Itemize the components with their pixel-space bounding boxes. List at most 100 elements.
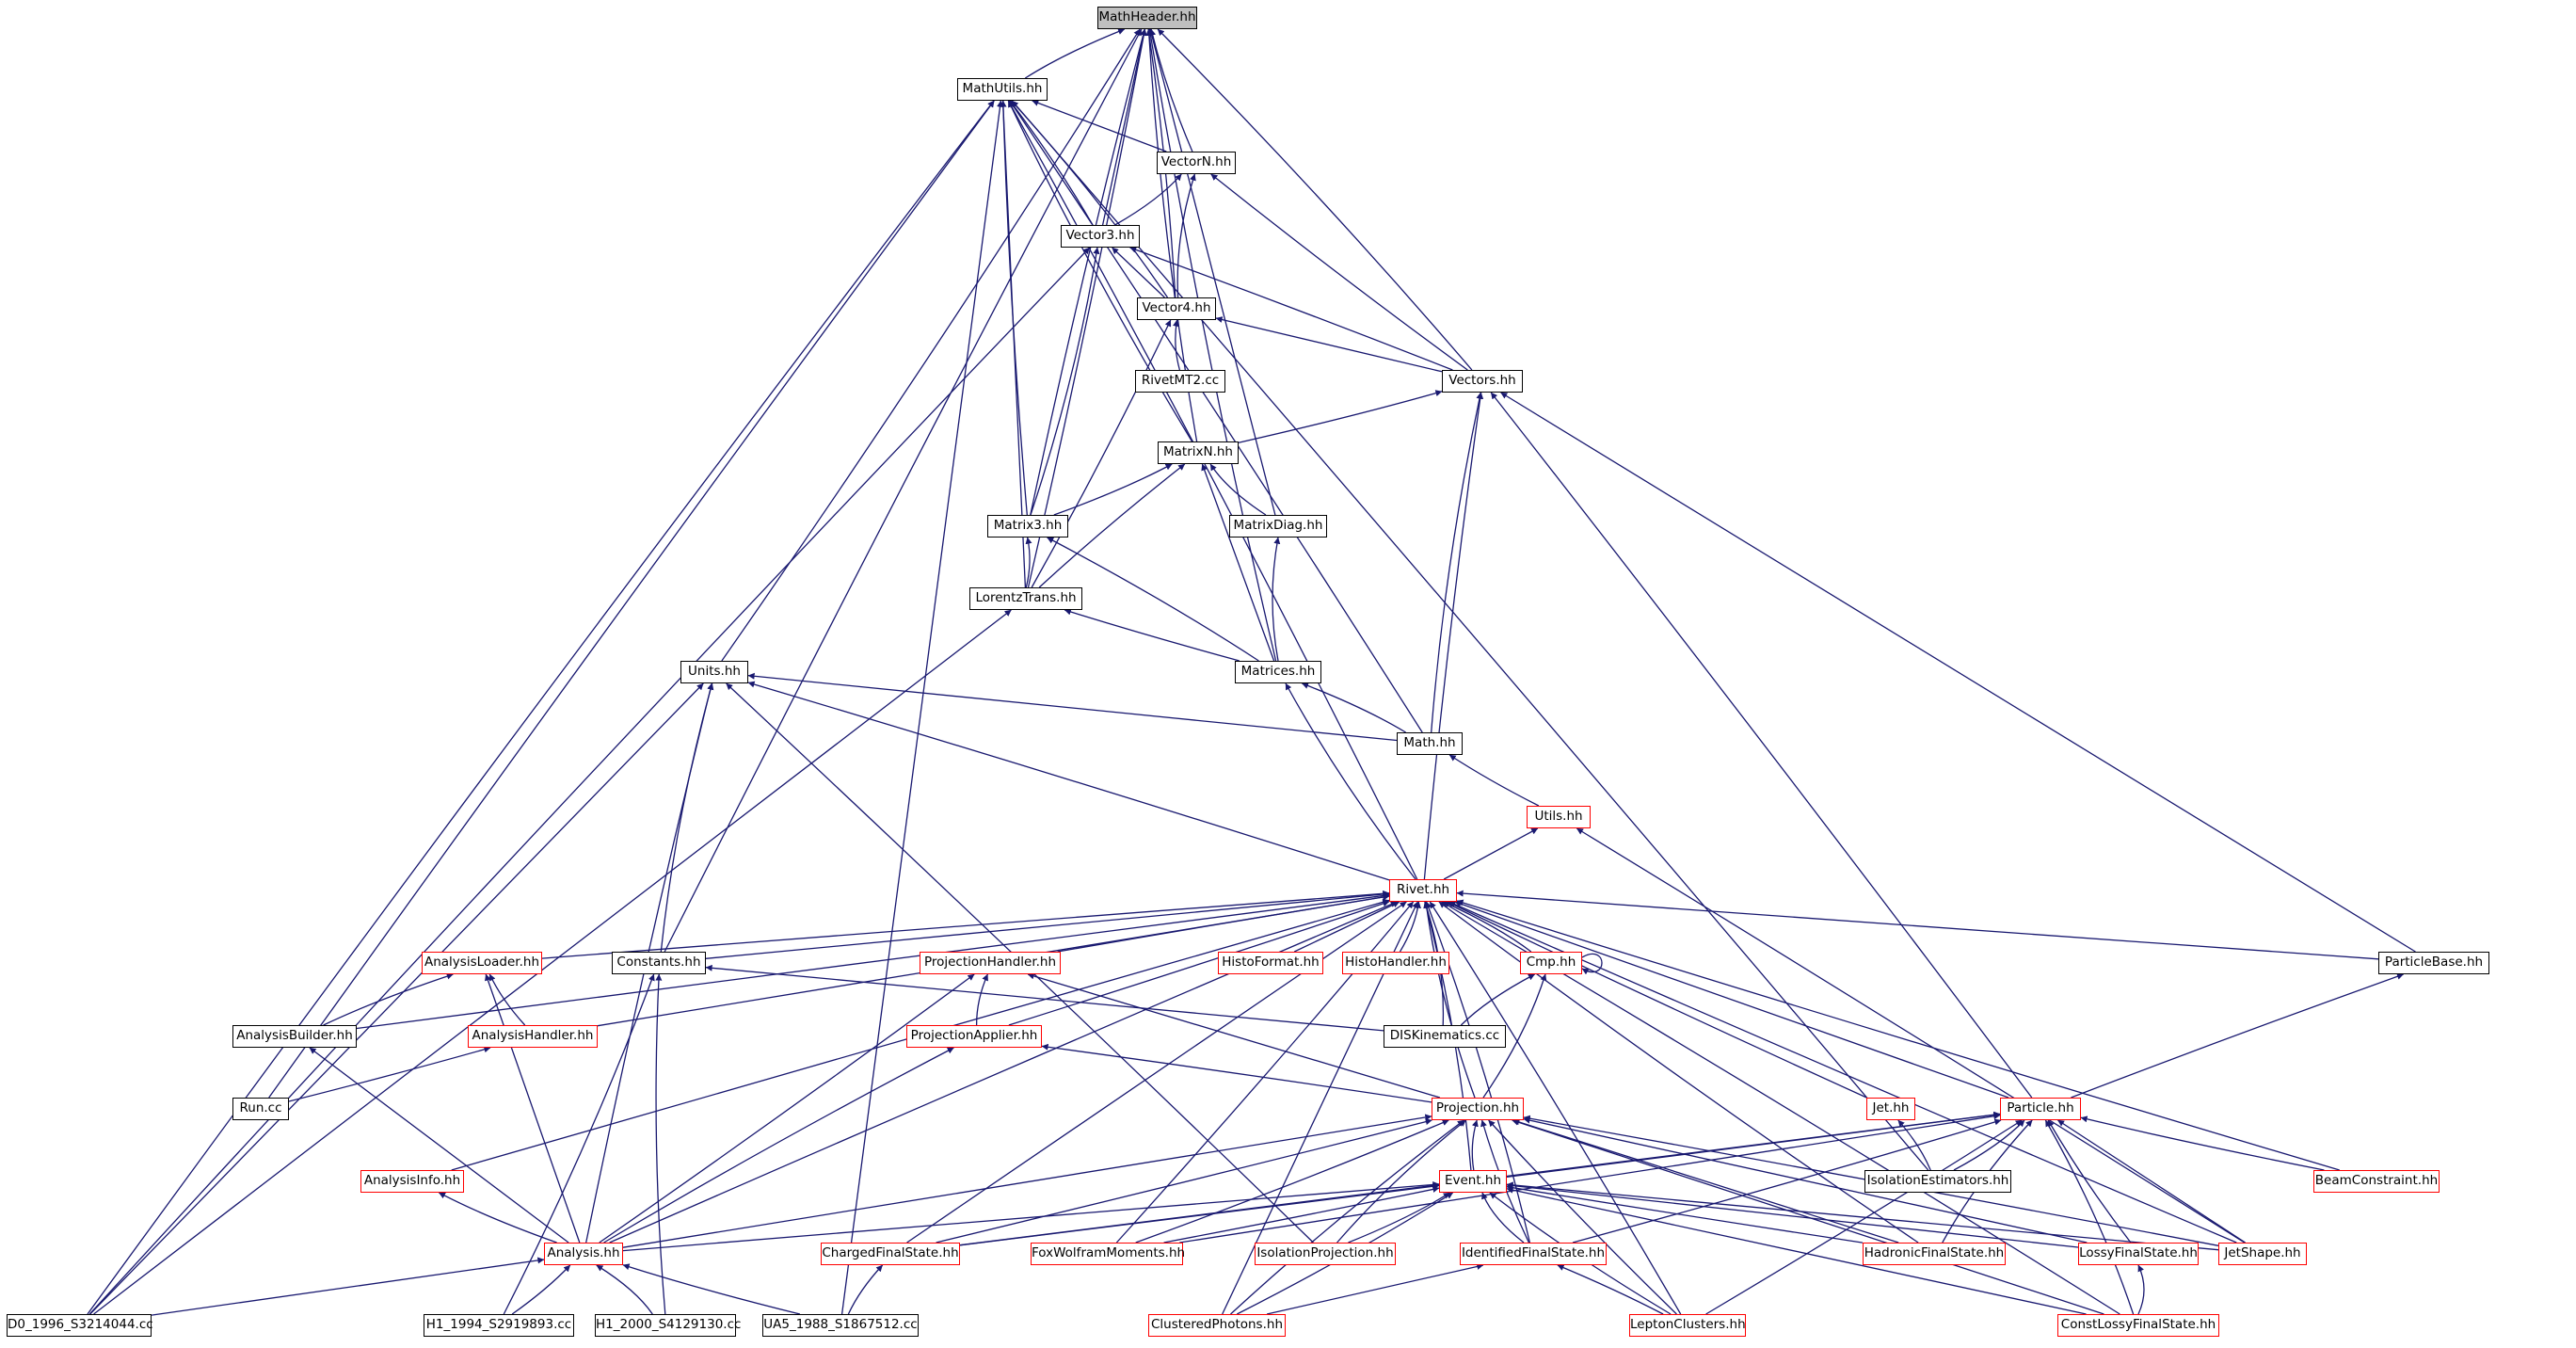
node-analysisloader[interactable]: AnalysisLoader.hh xyxy=(422,952,542,974)
node-utils[interactable]: Utils.hh xyxy=(1527,806,1591,828)
node-constlossy[interactable]: ConstLossyFinalState.hh xyxy=(2057,1314,2219,1337)
edge-isolationestimators-to-particle xyxy=(1953,1119,2025,1171)
node-chargedfinalstate[interactable]: ChargedFinalState.hh xyxy=(821,1243,960,1265)
node-analysisbuilder[interactable]: AnalysisBuilder.hh xyxy=(232,1025,357,1048)
node-runcc[interactable]: Run.cc xyxy=(232,1098,289,1120)
edge-runcc-to-analysishandler xyxy=(288,1046,491,1102)
node-matrices[interactable]: Matrices.hh xyxy=(1235,661,1321,683)
node-jet[interactable]: Jet.hh xyxy=(1866,1098,1915,1120)
edge-h1_1994-to-constants xyxy=(503,973,655,1315)
edge-leptonclusters-to-identifiedfinalstate xyxy=(1557,1264,1664,1315)
node-jetshape[interactable]: JetShape.hh xyxy=(2218,1243,2307,1265)
edge-matrixn-to-mathutils xyxy=(1007,100,1193,442)
edge-units-to-mathheader xyxy=(721,28,1141,662)
edge-analysisloader-to-rivet xyxy=(541,890,1390,959)
edge-rivet-to-matrices xyxy=(1285,682,1416,880)
edge-vectors-to-vector4 xyxy=(1215,316,1443,373)
edge-utils-to-math xyxy=(1448,754,1540,807)
edge-isolationprojection-to-projection xyxy=(1336,1119,1466,1244)
edge-lorentztrans-to-vector4 xyxy=(1031,319,1172,588)
edge-rivet-to-vectors xyxy=(1423,392,1484,880)
node-ua5-1988[interactable]: UA5_1988_S1867512.cc xyxy=(762,1314,919,1337)
edge-particle-to-rivet xyxy=(1454,900,2009,1099)
node-beamconstraint[interactable]: BeamConstraint.hh xyxy=(2313,1170,2440,1193)
edge-analysis-to-event xyxy=(622,1180,1440,1252)
node-h1-2000[interactable]: H1_2000_S4129130.cc xyxy=(595,1314,741,1337)
node-d0-1996[interactable]: D0_1996_S3214044.cc xyxy=(7,1314,153,1337)
node-histohandler[interactable]: HistoHandler.hh xyxy=(1342,952,1449,974)
node-foxwolfram[interactable]: FoxWolframMoments.hh xyxy=(1031,1243,1185,1265)
edge-ua5-to-chargedfinalstate xyxy=(847,1264,884,1315)
edge-ua5-to-mathutils xyxy=(840,100,1004,1315)
node-matrixn[interactable]: MatrixN.hh xyxy=(1158,441,1239,464)
node-hadronicfinalstate[interactable]: HadronicFinalState.hh xyxy=(1863,1243,2006,1265)
edge-rivet-to-units xyxy=(747,681,1390,881)
edge-analysis-to-projection xyxy=(622,1114,1432,1248)
node-matrix3[interactable]: Matrix3.hh xyxy=(987,515,1068,538)
edge-beamconstraint-to-particle xyxy=(2080,1115,2325,1171)
node-particlebase[interactable]: ParticleBase.hh xyxy=(2378,952,2489,974)
node-identifiedfinalstate[interactable]: IdentifiedFinalState.hh xyxy=(1460,1243,1607,1265)
edge-projectionapplier-to-rivet xyxy=(1008,900,1390,1026)
node-math[interactable]: Math.hh xyxy=(1397,732,1463,755)
node-projectionapplier[interactable]: ProjectionApplier.hh xyxy=(906,1025,1042,1048)
edge-lossyfinalstate-to-particle xyxy=(2047,1119,2132,1244)
node-projectionhandler[interactable]: ProjectionHandler.hh xyxy=(920,952,1061,974)
edge-analysis-to-analysisloader xyxy=(485,973,581,1244)
node-clusteredphotons[interactable]: ClusteredPhotons.hh xyxy=(1148,1314,1286,1337)
edge-math-to-units xyxy=(747,672,1398,742)
node-mathutils[interactable]: MathUtils.hh xyxy=(957,78,1048,101)
edge-vectors-to-vectorn xyxy=(1210,173,1468,371)
edge-s3214-to-lorentztrans xyxy=(93,609,1012,1315)
node-vector3[interactable]: Vector3.hh xyxy=(1061,225,1140,248)
edge-vector3-to-mathutils xyxy=(1009,100,1094,226)
node-cmp[interactable]: Cmp.hh xyxy=(1520,952,1582,974)
edge-h1_1994-to-analysis xyxy=(511,1264,571,1315)
edge-lorentztrans-to-matrix3 xyxy=(1025,537,1032,588)
node-analysisinfo[interactable]: AnalysisInfo.hh xyxy=(360,1170,464,1193)
node-isolationestimators[interactable]: IsolationEstimators.hh xyxy=(1864,1170,2011,1193)
edge-lossyfinalstate-to-event xyxy=(1506,1182,2079,1248)
edge-lossyfinalstate-to-projection xyxy=(1523,1116,2088,1244)
edge-chargedfinalstate-to-event xyxy=(959,1182,1440,1246)
node-diskinematics[interactable]: DISKinematics.cc xyxy=(1384,1025,1506,1048)
edge-ua5-to-analysis xyxy=(622,1263,801,1315)
edge-isolationestimators-to-mathutils xyxy=(1011,100,1929,1171)
edge-analysis-to-projectionapplier xyxy=(603,1047,954,1244)
node-leptonclusters[interactable]: LeptonClusters.hh xyxy=(1629,1314,1746,1337)
edge-vectorn-to-mathheader xyxy=(1149,28,1193,152)
edge-analysis-to-analysisinfo xyxy=(439,1192,557,1244)
node-rivet[interactable]: Rivet.hh xyxy=(1389,879,1457,902)
node-analysishandler[interactable]: AnalysisHandler.hh xyxy=(468,1025,598,1048)
node-rivetmt2[interactable]: RivetMT2.cc xyxy=(1135,370,1225,393)
node-vectorn[interactable]: VectorN.hh xyxy=(1157,152,1236,174)
node-vectors[interactable]: Vectors.hh xyxy=(1442,370,1523,393)
edge-matrixdiag-to-mathheader xyxy=(1148,28,1276,516)
node-histoformat[interactable]: HistoFormat.hh xyxy=(1218,952,1323,974)
node-units[interactable]: Units.hh xyxy=(680,661,748,683)
node-analysis[interactable]: Analysis.hh xyxy=(544,1243,623,1265)
node-matrixdiag[interactable]: MatrixDiag.hh xyxy=(1229,515,1327,538)
node-lossyfinalstate[interactable]: LossyFinalState.hh xyxy=(2078,1243,2199,1265)
edge-chargedfinalstate-to-projection xyxy=(936,1118,1432,1244)
edge-math-to-vectors xyxy=(1431,392,1483,733)
edge-h1_2000-to-analysis xyxy=(596,1264,653,1315)
node-constants[interactable]: Constants.hh xyxy=(612,952,706,974)
node-mathheader: MathHeader.hh xyxy=(1097,7,1197,29)
edge-rivet-to-utils xyxy=(1443,827,1539,880)
edge-constlossy-to-projection xyxy=(1512,1118,2104,1315)
edge-layer xyxy=(87,28,2416,1316)
edge-vector4-to-vectorn xyxy=(1176,173,1196,298)
node-projection[interactable]: Projection.hh xyxy=(1432,1098,1524,1120)
node-lorentztrans[interactable]: LorentzTrans.hh xyxy=(969,587,1082,610)
edge-jet-to-rivet xyxy=(1447,901,1867,1099)
edge-analysisbuilder-to-rivet xyxy=(356,892,1390,1030)
node-isolationprojection[interactable]: IsolationProjection.hh xyxy=(1255,1243,1396,1265)
node-event[interactable]: Event.hh xyxy=(1439,1170,1507,1193)
node-particle[interactable]: Particle.hh xyxy=(2000,1098,2081,1120)
edge-leptonclusters-to-rivet xyxy=(1429,901,1682,1315)
edge-matrices-to-matrixdiag xyxy=(1272,537,1281,662)
node-h1-1994[interactable]: H1_1994_S2919893.cc xyxy=(424,1314,574,1337)
node-vector4[interactable]: Vector4.hh xyxy=(1137,297,1216,320)
